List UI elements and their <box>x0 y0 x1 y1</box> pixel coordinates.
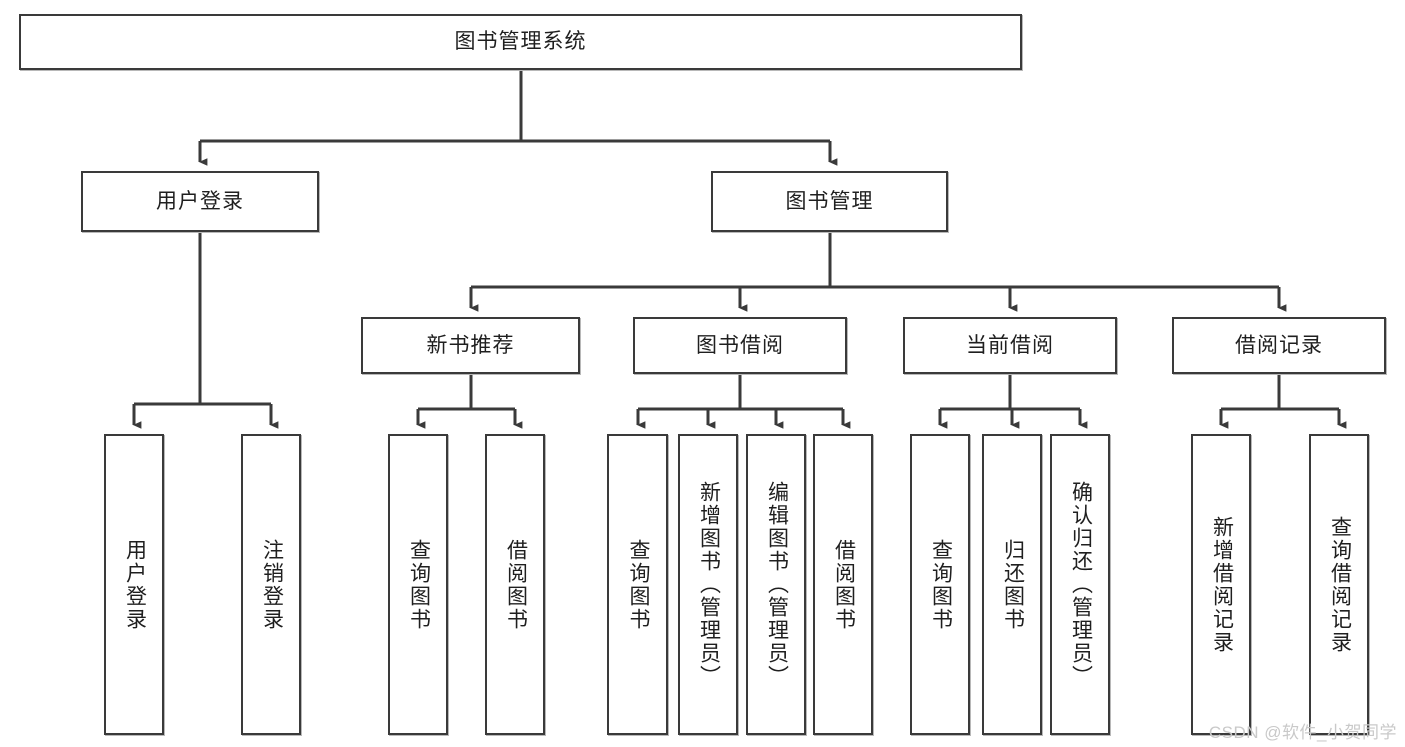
node-label: 确认归还（管理员） <box>1069 481 1093 688</box>
node-bookmgmt[interactable]: 图书管理 <box>711 171 948 232</box>
node-label: 新书推荐 <box>426 333 515 357</box>
node-label: 归还图书 <box>1001 538 1025 631</box>
node-label: 借阅记录 <box>1235 333 1323 357</box>
node-borrow[interactable]: 图书借阅 <box>633 317 847 374</box>
node-n9[interactable]: 查询图书 <box>910 434 970 735</box>
node-label: 编辑图书（管理员） <box>765 481 789 688</box>
node-n10[interactable]: 归还图书 <box>982 434 1042 735</box>
node-label: 查询图书 <box>407 538 431 631</box>
node-n8[interactable]: 借阅图书 <box>813 434 873 735</box>
node-label: 新增借阅记录 <box>1210 515 1234 654</box>
node-n1[interactable]: 用户登录 <box>104 434 164 735</box>
node-root[interactable]: 图书管理系统 <box>19 14 1022 70</box>
node-records[interactable]: 借阅记录 <box>1172 317 1386 374</box>
node-label: 用户登录 <box>156 189 244 213</box>
node-label: 查询图书 <box>626 538 650 631</box>
node-label: 用户登录 <box>123 538 147 631</box>
node-label: 图书管理系统 <box>454 30 587 54</box>
node-n6[interactable]: 新增图书（管理员） <box>678 434 738 735</box>
node-n7[interactable]: 编辑图书（管理员） <box>746 434 806 735</box>
node-n13[interactable]: 查询借阅记录 <box>1309 434 1369 735</box>
node-label: 查询图书 <box>929 538 953 631</box>
node-n2[interactable]: 注销登录 <box>241 434 301 735</box>
node-label: 当前借阅 <box>966 333 1054 357</box>
node-label: 新增图书（管理员） <box>697 481 721 688</box>
node-login[interactable]: 用户登录 <box>81 171 319 232</box>
node-label: 图书借阅 <box>696 333 784 357</box>
node-label: 借阅图书 <box>832 538 856 631</box>
node-n5[interactable]: 查询图书 <box>607 434 668 735</box>
node-label: 注销登录 <box>260 538 284 631</box>
node-label: 查询借阅记录 <box>1328 515 1352 654</box>
node-n12[interactable]: 新增借阅记录 <box>1191 434 1251 735</box>
csdn-watermark: CSDN @软件_小贺同学 <box>1208 723 1397 742</box>
node-label: 图书管理 <box>785 189 874 213</box>
node-current[interactable]: 当前借阅 <box>903 317 1117 374</box>
node-n11[interactable]: 确认归还（管理员） <box>1050 434 1110 735</box>
node-n3[interactable]: 查询图书 <box>388 434 448 735</box>
node-newbook[interactable]: 新书推荐 <box>361 317 580 374</box>
node-n4[interactable]: 借阅图书 <box>485 434 545 735</box>
node-label: 借阅图书 <box>504 538 528 631</box>
